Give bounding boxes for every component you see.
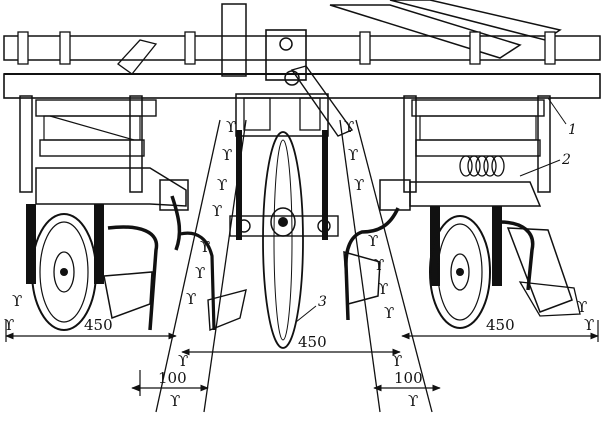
left-span-label: 450 xyxy=(84,316,113,334)
svg-text:ϒ: ϒ xyxy=(217,176,227,194)
svg-text:ϒ: ϒ xyxy=(178,352,188,370)
main-frame xyxy=(3,0,601,137)
svg-text:ϒ: ϒ xyxy=(226,118,236,136)
dimension-lines xyxy=(5,320,599,396)
svg-text:ϒ: ϒ xyxy=(222,146,232,164)
svg-text:ϒ: ϒ xyxy=(354,176,364,194)
svg-text:ϒ: ϒ xyxy=(200,238,210,256)
svg-text:ϒ: ϒ xyxy=(374,256,384,274)
center-disc xyxy=(262,131,304,349)
svg-text:ϒ: ϒ xyxy=(368,232,378,250)
center-span-label: 450 xyxy=(298,333,327,351)
right-gauge-wheel xyxy=(429,215,491,329)
left-row-label: 100 xyxy=(158,369,187,387)
right-unit xyxy=(379,95,551,286)
crop-rows xyxy=(155,119,433,413)
plants: ϒ ϒ ϒ ϒ ϒ ϒ ϒ ϒ ϒ ϒ ϒ ϒ ϒ ϒ ϒ ϒ ϒ ϒ ϒ ϒ … xyxy=(4,118,594,410)
svg-text:ϒ: ϒ xyxy=(12,292,22,310)
svg-text:ϒ: ϒ xyxy=(195,264,205,282)
svg-text:ϒ: ϒ xyxy=(348,146,358,164)
svg-text:ϒ: ϒ xyxy=(392,352,402,370)
callout-2: 2 xyxy=(561,152,571,168)
right-span-label: 450 xyxy=(486,316,515,334)
callout-1: 1 xyxy=(568,122,577,138)
svg-text:ϒ: ϒ xyxy=(584,316,594,334)
svg-text:ϒ: ϒ xyxy=(384,304,394,322)
left-unit xyxy=(19,95,189,284)
callout-3: 3 xyxy=(318,294,327,310)
center-section xyxy=(229,93,339,240)
callout-leaders xyxy=(295,97,567,323)
right-tines xyxy=(343,207,581,321)
right-row-label: 100 xyxy=(394,369,423,387)
svg-text:ϒ: ϒ xyxy=(186,290,196,308)
svg-text:ϒ: ϒ xyxy=(212,202,222,220)
svg-text:ϒ: ϒ xyxy=(408,392,418,410)
svg-text:ϒ: ϒ xyxy=(577,298,587,316)
svg-text:ϒ: ϒ xyxy=(344,118,354,136)
svg-text:ϒ: ϒ xyxy=(4,316,14,334)
left-gauge-wheel xyxy=(31,213,97,331)
svg-text:ϒ: ϒ xyxy=(170,392,180,410)
svg-text:ϒ: ϒ xyxy=(378,280,388,298)
left-tines xyxy=(103,195,247,332)
